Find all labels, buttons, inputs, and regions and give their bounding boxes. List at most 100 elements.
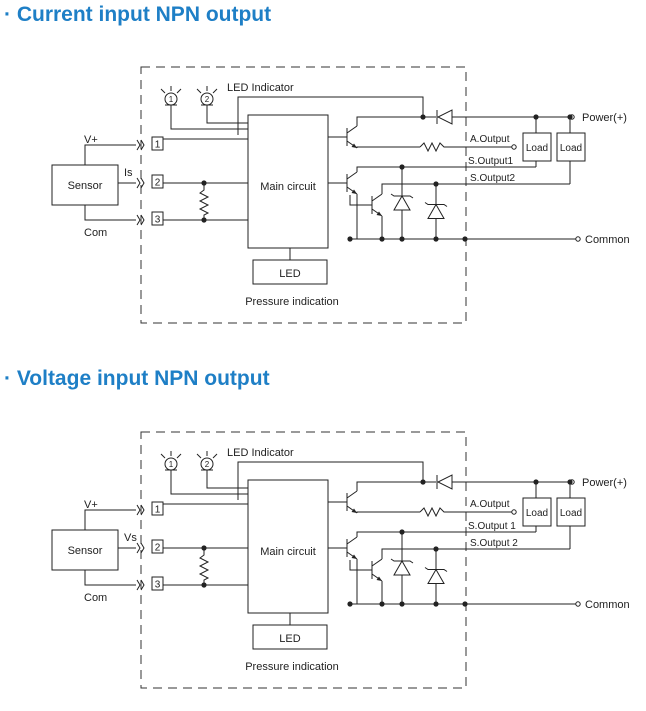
zener-bar [424,567,448,572]
pressure-indication-label: Pressure indication [245,296,339,308]
junction-dot [420,114,426,120]
pin-number: 1 [155,505,161,516]
connector-mark [140,542,145,554]
com-wire [84,205,136,221]
main-circuit-label: Main circuit [260,181,316,193]
wire [349,560,362,571]
junction-dot [567,479,573,485]
emitter-arrow [351,508,357,513]
load-box [522,497,552,527]
pin-box [151,576,164,591]
led-supply-wire [237,461,424,500]
load-box [522,132,552,162]
v-plus-wire [84,509,136,530]
com-label: Com [84,227,107,239]
output-resistor [419,141,470,153]
connector-mark [140,177,145,189]
emitter-arrow [351,554,357,559]
input-resistor [198,183,210,220]
load-box [556,132,586,162]
signal-label: Vs [124,532,137,544]
input-resistor [198,548,210,585]
led-indicator-label: LED Indicator [227,447,294,459]
connector-mark [136,579,141,591]
zener-diode [427,568,445,584]
zener-bar [424,202,448,207]
led-ray [196,88,202,94]
a-output-label: A.Output [470,134,510,145]
reverse-diode [436,474,453,490]
zener-bar [390,558,414,564]
s-output2-label: S.Output2 [470,173,515,184]
junction-dot [347,601,353,607]
junction-dot [462,236,468,242]
led2-wire [206,470,248,489]
main-circuit-block [247,114,329,249]
zener-diode [427,203,445,219]
connector-mark [140,504,145,516]
led-number: 1 [169,95,174,104]
s-output1-wire [356,531,536,537]
power-label: Power(+) [582,112,627,124]
connector-mark [140,579,145,591]
transistor-collector [346,490,358,499]
s-output2-wire [381,183,570,194]
led-block [252,624,328,650]
junction-dot [399,601,405,607]
led1-wire [170,470,248,495]
terminal [575,601,581,607]
led-supply-wire [237,96,424,135]
connector-mark [140,214,145,226]
terminal [511,509,517,515]
output-resistor [419,506,470,518]
signal-label: Is [124,167,133,179]
transistor-collector [346,536,358,545]
junction-dot [399,236,405,242]
led-label: LED [279,268,300,280]
load2-label: Load [560,143,582,154]
led-number: 1 [169,460,174,469]
led-ray [160,453,166,459]
section-title: · Voltage input NPN output [4,367,270,390]
sensor-label: Sensor [68,545,103,557]
pin-number: 1 [155,140,161,151]
transistor-collector [371,558,383,567]
pin-box [151,174,164,189]
main-circuit-block [247,479,329,614]
module-enclosure [140,431,467,689]
load1-label: Load [526,508,548,519]
v-plus-wire [84,144,136,165]
transistor-collector [371,193,383,202]
emitter-wire [356,511,420,513]
s-output2-wire [381,548,570,559]
led1-wire [170,105,248,130]
s-output1-wire [356,166,536,172]
led-number: 2 [205,460,210,469]
led-ray [212,88,218,94]
led-ray [160,88,166,94]
main-circuit-label: Main circuit [260,546,316,558]
com-label: Com [84,592,107,604]
load2-label: Load [560,508,582,519]
connector-mark [136,177,141,189]
emitter-arrow [351,143,357,148]
s-output2-label: S.Output 2 [470,538,518,549]
load-box [556,497,586,527]
pin-number: 3 [155,580,161,591]
emitter-arrow [376,211,382,216]
sensor-label: Sensor [68,180,103,192]
junction-dot [420,479,426,485]
pin-box [151,136,164,151]
wire [349,195,362,206]
emitter-wire [356,146,420,148]
common-label: Common [585,599,630,611]
transistor-collector [346,171,358,180]
pin-number: 2 [155,178,161,189]
pin-number: 2 [155,543,161,554]
led-ray [176,453,182,459]
connector-mark [136,504,141,516]
s-output1-label: S.Output 1 [468,521,516,532]
junction-dot [462,601,468,607]
